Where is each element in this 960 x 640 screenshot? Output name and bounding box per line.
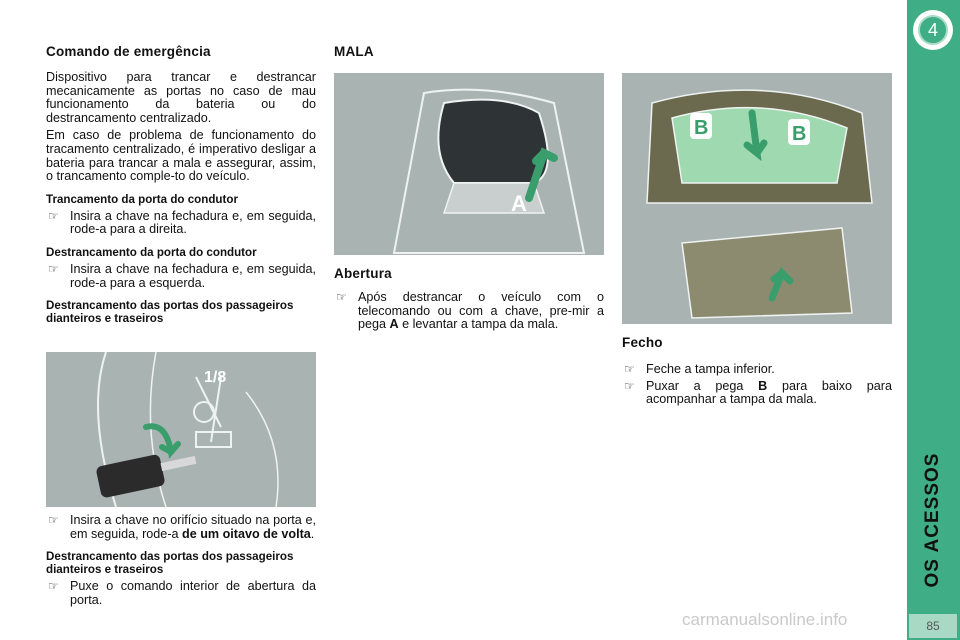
pointing-hand-icon: ☞ <box>624 362 635 376</box>
watermark: carmanualsonline.info <box>682 610 848 629</box>
pointing-hand-icon: ☞ <box>48 579 59 594</box>
bullet-pull-handle: ☞ Puxe o comando interior de abertura da… <box>48 579 316 607</box>
trunk-close-drawing: B B <box>646 89 873 319</box>
page-number: 85 <box>909 614 957 638</box>
middle-column: MALA <box>334 44 604 59</box>
svg-text:B: B <box>792 123 806 145</box>
svg-text:B: B <box>694 117 708 139</box>
intro-paragraph-1: Dispositivo para trancar e destrancar me… <box>46 70 316 125</box>
chapter-title: OS ACESSOS <box>922 452 943 588</box>
chapter-sidebar <box>907 0 960 640</box>
svg-text:A: A <box>511 191 527 216</box>
middle-column-text: Abertura ☞ Após destrancar o veículo com… <box>334 266 604 332</box>
bullet-open-trunk: ☞ Após destrancar o veículo com o teleco… <box>336 290 604 332</box>
section-title-emergency: Comando de emergência <box>46 44 211 59</box>
trunk-open-illustration: A <box>334 73 604 255</box>
bullet-lock-driver: ☞ Insira a chave na fechadura e, em segu… <box>48 208 316 237</box>
pointing-hand-icon: ☞ <box>48 261 59 276</box>
bullet-pull-handle-b: ☞ Puxar a pega B para baixo para acompan… <box>624 378 892 407</box>
section-title-trunk: MALA <box>334 44 374 59</box>
subheading-opening: Abertura <box>334 266 392 281</box>
pointing-hand-icon: ☞ <box>624 378 635 393</box>
left-column-lower: ☞ Insira a chave no orifício situado na … <box>46 513 316 607</box>
pointing-hand-icon: ☞ <box>336 290 347 304</box>
subheading-unlock-passengers: Destrancamento das portas dos passageiro… <box>46 299 294 326</box>
bullet-key-orifice: ☞ Insira a chave no orifício situado na … <box>48 513 316 541</box>
chapter-badge: 4 <box>913 10 953 50</box>
door-key-drawing: 1/8 <box>96 352 279 507</box>
trunk-close-illustration: B B <box>622 73 892 324</box>
door-key-illustration: 1/8 <box>46 352 316 507</box>
pointing-hand-icon: ☞ <box>48 513 59 527</box>
subheading-unlock-passengers-2: Destrancamento das portas dos passageiro… <box>46 550 294 577</box>
left-column: Comando de emergência Dispositivo para t… <box>46 44 316 325</box>
right-column-text: Fecho ☞ Feche a tampa inferior. ☞ Puxar … <box>622 335 892 407</box>
chapter-number: 4 <box>918 15 948 45</box>
svg-text:1/8: 1/8 <box>204 369 226 386</box>
subheading-lock-driver: Trancamento da porta do condutor <box>46 192 238 206</box>
subheading-closing: Fecho <box>622 335 663 350</box>
bullet-close-lower-lid: ☞ Feche a tampa inferior. <box>624 362 775 376</box>
bullet-unlock-driver: ☞ Insira a chave na fechadura e, em segu… <box>48 261 316 290</box>
subheading-unlock-driver: Destrancamento da porta do condutor <box>46 245 257 259</box>
intro-paragraph-2: Em caso de problema de funcionamento do … <box>46 128 316 184</box>
trunk-open-drawing: A <box>392 88 586 254</box>
pointing-hand-icon: ☞ <box>48 208 59 223</box>
